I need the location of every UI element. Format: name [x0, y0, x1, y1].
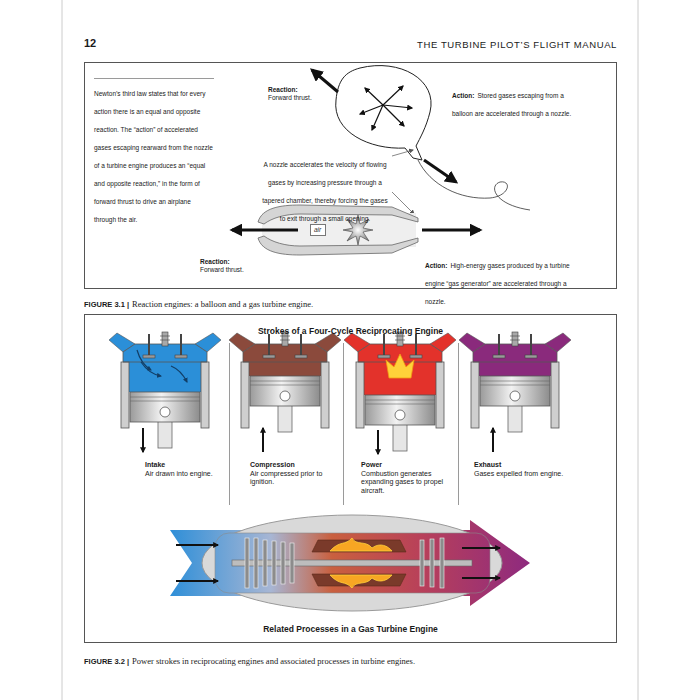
page-number: 12 [84, 37, 96, 49]
box-label: air [314, 226, 322, 234]
stroke-description: Gases expelled from engine. [474, 470, 567, 479]
stroke-description: Air compressed prior to ignition. [250, 470, 337, 487]
figure-title: Related Processes in a Gas Turbine Engin… [263, 624, 438, 634]
figure-number: FIGURE 3.1 | [84, 300, 129, 309]
text-group: Strokes of a Four-Cycle Reciprocating En… [84, 320, 617, 338]
note-text: A nozzle accelerates the velocity of flo… [262, 161, 387, 222]
callout-text: Forward thrust. [200, 266, 260, 274]
text-group: Related Processes in a Gas Turbine Engin… [84, 618, 617, 636]
callout-heading: Action: [425, 262, 447, 269]
text-group: Newton’s third law states that for every… [94, 78, 214, 226]
stroke-name: Exhaust [474, 461, 567, 470]
figure-caption: Power strokes in reciprocating engines a… [132, 656, 415, 666]
text-group: A nozzle accelerates the velocity of flo… [262, 153, 388, 225]
text-group: THE TURBINE PILOT’S FLIGHT MANUAL [300, 34, 617, 52]
stroke-name: Intake [145, 461, 223, 470]
figure-caption: Reaction engines: a balloon and a gas tu… [132, 299, 313, 309]
stroke-name: Power [361, 461, 452, 470]
text-group: Reaction:Forward thrust. [268, 86, 328, 102]
text-group: Action:Stored gases escaping from a ball… [452, 84, 574, 120]
stroke-description: Air drawn into engine. [145, 470, 223, 479]
text-group: FIGURE 3.2 |Power strokes in reciprocati… [84, 650, 617, 668]
panel-text: CompressionAir compressed prior to ignit… [230, 343, 343, 487]
stroke-panel: PowerCombustion generates expanding gase… [343, 343, 458, 505]
label-box: air [310, 224, 326, 236]
text-group: FIGURE 3.1 |Reaction engines: a balloon … [84, 293, 617, 311]
running-header: THE TURBINE PILOT’S FLIGHT MANUAL [417, 39, 617, 50]
stroke-panel: ExhaustGases expelled from engine. [458, 343, 573, 505]
note-text: Newton’s third law states that for every… [94, 90, 213, 223]
figure-number: FIGURE 3.2 | [84, 657, 129, 666]
text-group: 12 [84, 33, 144, 51]
text-group: Reaction:Forward thrust. [200, 258, 260, 274]
callout-text: Forward thrust. [268, 94, 328, 102]
stroke-panel: IntakeAir drawn into engine. [114, 343, 229, 505]
callout-heading: Action: [452, 92, 474, 99]
panel-text: IntakeAir drawn into engine. [114, 343, 229, 478]
callout-heading: Reaction: [200, 258, 260, 266]
panel-text: ExhaustGases expelled from engine. [459, 343, 573, 478]
panel-text: PowerCombustion generates expanding gase… [344, 343, 458, 495]
stroke-description: Combustion generates expanding gases to … [361, 470, 452, 496]
stroke-panel: CompressionAir compressed prior to ignit… [229, 343, 343, 505]
text-group: Action:High-energy gases produced by a t… [425, 254, 570, 308]
figure-title: Strokes of a Four-Cycle Reciprocating En… [258, 326, 443, 336]
stroke-name: Compression [250, 461, 337, 470]
callout-heading: Reaction: [268, 86, 328, 94]
